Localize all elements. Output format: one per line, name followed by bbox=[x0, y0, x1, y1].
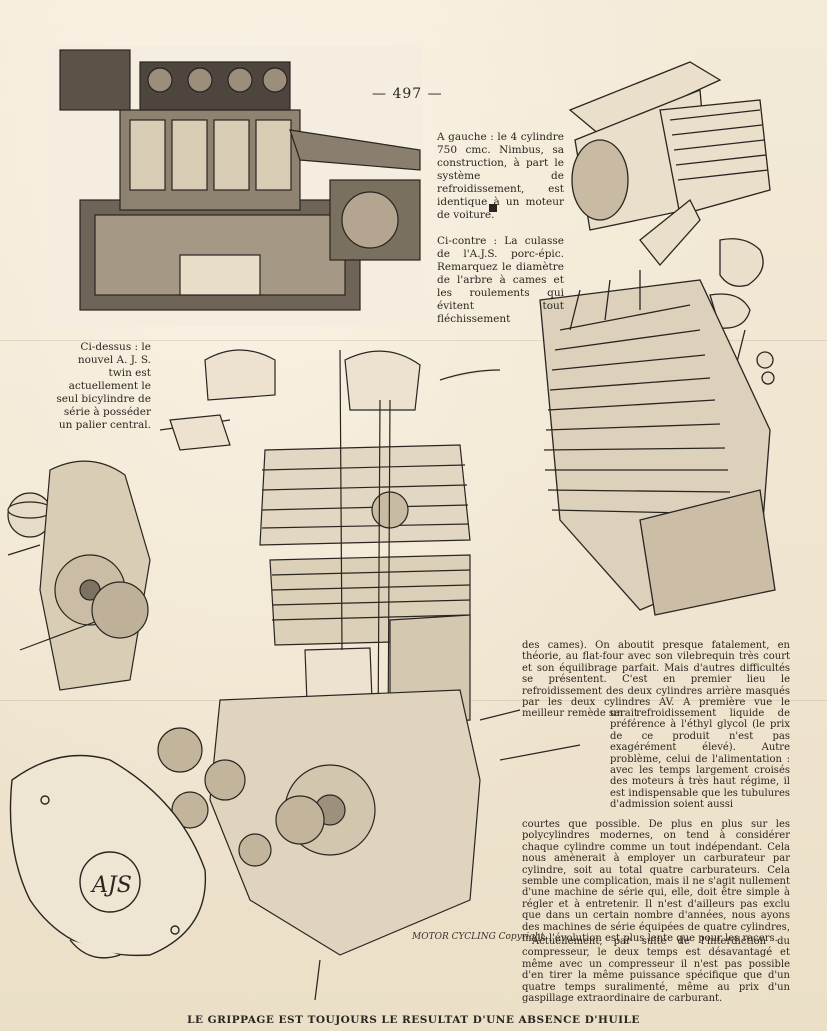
caption-ajs-twin: Ci-dessus : le nouvel A. J. S. twin est … bbox=[56, 340, 151, 431]
page-footer-slogan: LE GRIPPAGE EST TOUJOURS LE RESULTAT D'U… bbox=[187, 1014, 640, 1026]
paper-crease bbox=[0, 340, 827, 341]
article-paragraph-1-top: des cames). On aboutit presque fatalemen… bbox=[522, 640, 790, 720]
article-paragraph-1-bottom: courtes que possible. De plus en plus su… bbox=[522, 819, 790, 945]
svg-text:AJS: AJS bbox=[90, 873, 132, 898]
nimbus-engine-cutaway-image bbox=[48, 46, 422, 326]
crankshaft-assembly-image bbox=[7, 460, 151, 691]
page-number: — 497 — bbox=[372, 86, 443, 102]
ajs-logo-cover-image: AJS bbox=[9, 754, 207, 959]
article-paragraph-2: Actuellement, par suite de l'interdictio… bbox=[522, 936, 790, 1005]
ajs-twin-exploded-view-image bbox=[157, 349, 581, 1001]
illustration-credit: MOTOR CYCLING Copyright bbox=[412, 932, 545, 942]
separator-square-icon bbox=[489, 204, 497, 212]
article-paragraph-1-mid: un refroidissement liquide de préférence… bbox=[610, 708, 790, 811]
ajs-porcupine-cylinder-head-image bbox=[539, 61, 776, 616]
caption-ajs-head: Ci-contre : La culasse de l'A.J.S. porc-… bbox=[437, 234, 564, 325]
caption-nimbus: A gauche : le 4 cylindre 750 cmc. Nimbus… bbox=[437, 130, 564, 221]
